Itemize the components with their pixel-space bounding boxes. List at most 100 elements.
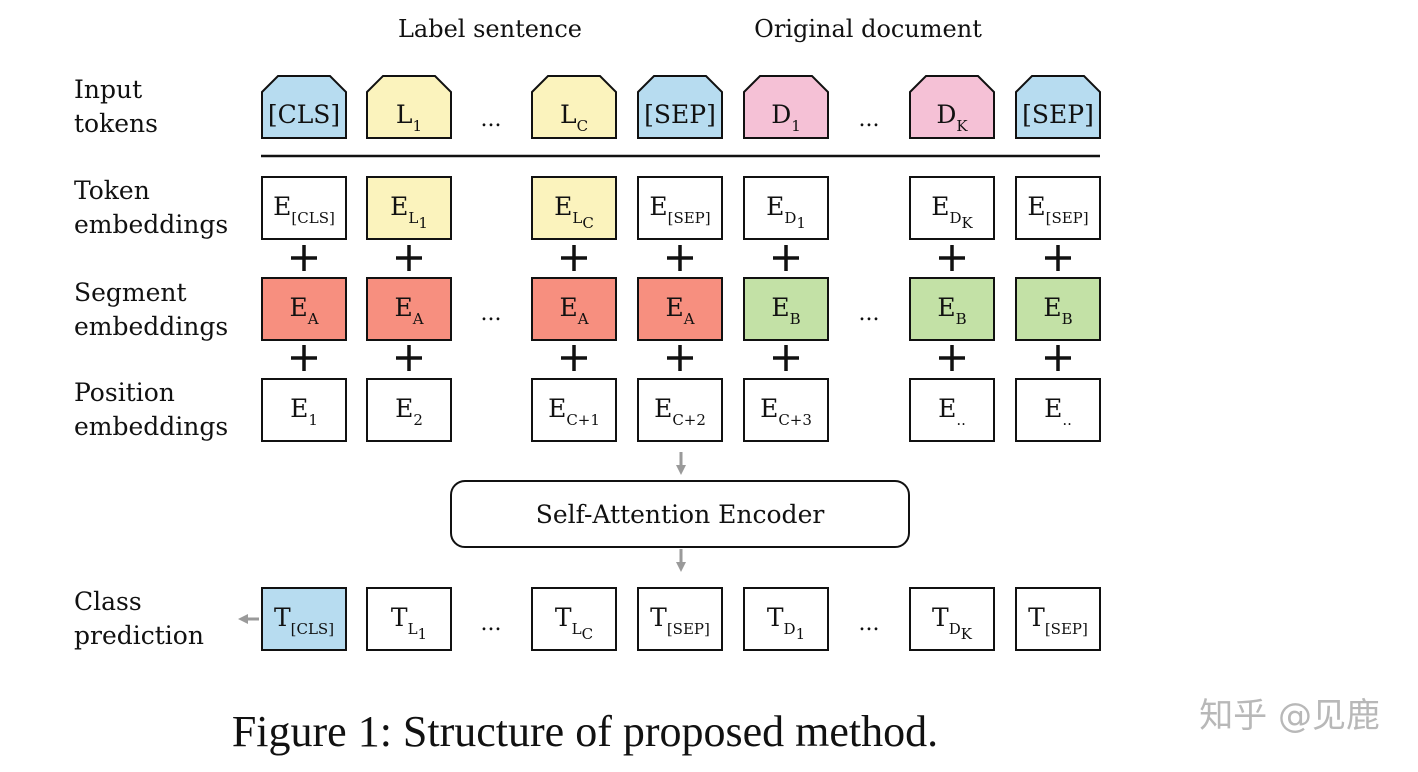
plus-sign [396, 245, 422, 271]
watermark: 知乎 @见鹿 [1199, 696, 1380, 736]
segment-embedding-box [637, 277, 723, 341]
plus-sign [773, 345, 799, 371]
position-embedding-label-sub: 2 [413, 411, 423, 429]
segment-embedding-box [261, 277, 347, 341]
input-token-label-main: D [771, 100, 791, 129]
input-token-label: [SEP] [644, 100, 716, 129]
token-embedding-box [743, 176, 829, 240]
ellipsis: ... [481, 301, 502, 326]
figure-caption: Figure 1: Structure of proposed method. [232, 707, 938, 756]
ellipsis: ... [859, 301, 880, 326]
position-embedding-label-main: E [395, 394, 413, 423]
input-token-shape [637, 75, 723, 139]
input-token-label-main: L [560, 100, 577, 129]
segment-embedding-label-main: E [771, 293, 789, 322]
input-token-label-sub: 1 [413, 117, 423, 135]
input-token-label-sub: C [577, 117, 588, 135]
segment-embedding-label-sub: B [1062, 310, 1073, 328]
position-embedding-label: E.. [938, 394, 966, 429]
segment-embedding-label-sub: A [683, 310, 695, 328]
plus-sign [396, 345, 422, 371]
plus-sign [561, 245, 587, 271]
encoder-label: Self-Attention Encoder [536, 500, 825, 529]
plus-sign [667, 245, 693, 271]
token-embedding-label-sub: L [408, 209, 418, 227]
output-token-label-subsub: 1 [796, 625, 806, 643]
token-embedding-box [366, 176, 452, 240]
output-token-label-main: T [391, 603, 408, 632]
output-token-box [1015, 587, 1101, 651]
segment-embedding-label-sub: A [412, 310, 424, 328]
token-embedding-label-sub: L [572, 209, 582, 227]
column-7: [SEP]E[SEP]EBE..T[SEP] [1015, 75, 1101, 651]
token-embedding-label-main: E [766, 192, 784, 221]
segment-embedding-label-sub: A [307, 310, 319, 328]
segment-embedding-label: EA [665, 293, 694, 328]
token-embedding-label: EL1 [390, 192, 428, 232]
position-embedding-box [261, 378, 347, 442]
token-embedding-label: E[SEP] [1027, 192, 1088, 227]
output-token-label-main: T [767, 603, 784, 632]
input-token-label: [CLS] [268, 100, 340, 129]
position-embedding-label: E1 [290, 394, 318, 429]
input-token-label-main: [CLS] [268, 100, 340, 129]
self-attention-encoder: Self-Attention Encoder [450, 480, 910, 548]
position-embedding-label-sub: .. [1062, 411, 1072, 429]
position-embedding-label: EC+1 [548, 394, 600, 429]
token-embedding-label-sub: D [784, 209, 796, 227]
position-embedding-label-sub: .. [956, 411, 966, 429]
segment-embedding-label-main: E [665, 293, 683, 322]
output-token-label: TDK [932, 603, 973, 643]
position-embedding-box [743, 378, 829, 442]
input-token-label-main: D [936, 100, 956, 129]
output-token-label-sub: [SEP] [1045, 620, 1088, 638]
row-label-segment-line2: embeddings [74, 312, 228, 341]
ellipsis: ... [859, 611, 880, 636]
label-sentence-header: Label sentence [398, 15, 582, 43]
token-embedding-label-main: E [1027, 192, 1045, 221]
output-token-label-sub: D [949, 620, 961, 638]
row-label-token-line2: embeddings [74, 210, 228, 239]
input-token-label-sub: 1 [791, 117, 801, 135]
position-embedding-box [1015, 378, 1101, 442]
row-label-class-line1: Class [74, 587, 142, 616]
input-token-shape [366, 75, 452, 139]
position-embedding-label: E.. [1044, 394, 1072, 429]
output-token-label-subsub: C [582, 625, 593, 643]
input-token-shape [261, 75, 347, 139]
segment-embedding-label: EA [289, 293, 318, 328]
position-embedding-box [637, 378, 723, 442]
position-embedding-box [366, 378, 452, 442]
output-token-label-sub: [CLS] [291, 620, 334, 638]
position-embedding-label: EC+2 [654, 394, 706, 429]
position-embedding-label-main: E [548, 394, 566, 423]
plus-sign [291, 245, 317, 271]
input-token-label: D1 [771, 100, 801, 135]
token-embedding-label: E[CLS] [273, 192, 335, 227]
position-embedding-label-sub: C+3 [778, 411, 812, 429]
row-label-class-line2: prediction [74, 621, 204, 650]
input-token-label: LC [560, 100, 588, 135]
output-token-label-sub: [SEP] [667, 620, 710, 638]
position-embedding-label-main: E [1044, 394, 1062, 423]
segment-embedding-label-main: E [394, 293, 412, 322]
plus-sign [939, 245, 965, 271]
token-embedding-label-main: E [554, 192, 572, 221]
input-token-label-main: [SEP] [644, 100, 716, 129]
token-embedding-label: E[SEP] [649, 192, 710, 227]
original-document-header: Original document [754, 15, 982, 43]
output-token-box [637, 587, 723, 651]
row-label-segment-embeddings: Segment embeddings [74, 278, 228, 341]
row-label-token-line1: Token [74, 176, 150, 205]
output-token-label: TD1 [767, 603, 805, 643]
input-token-label: DK [936, 100, 968, 135]
output-token-label: T[SEP] [1028, 603, 1088, 638]
plus-sign [1045, 345, 1071, 371]
output-token-label-main: T [650, 603, 667, 632]
position-embedding-label-main: E [290, 394, 308, 423]
plus-sign [773, 245, 799, 271]
token-embedding-label-subsub: 1 [796, 214, 806, 232]
segment-embedding-label: EB [937, 293, 966, 328]
